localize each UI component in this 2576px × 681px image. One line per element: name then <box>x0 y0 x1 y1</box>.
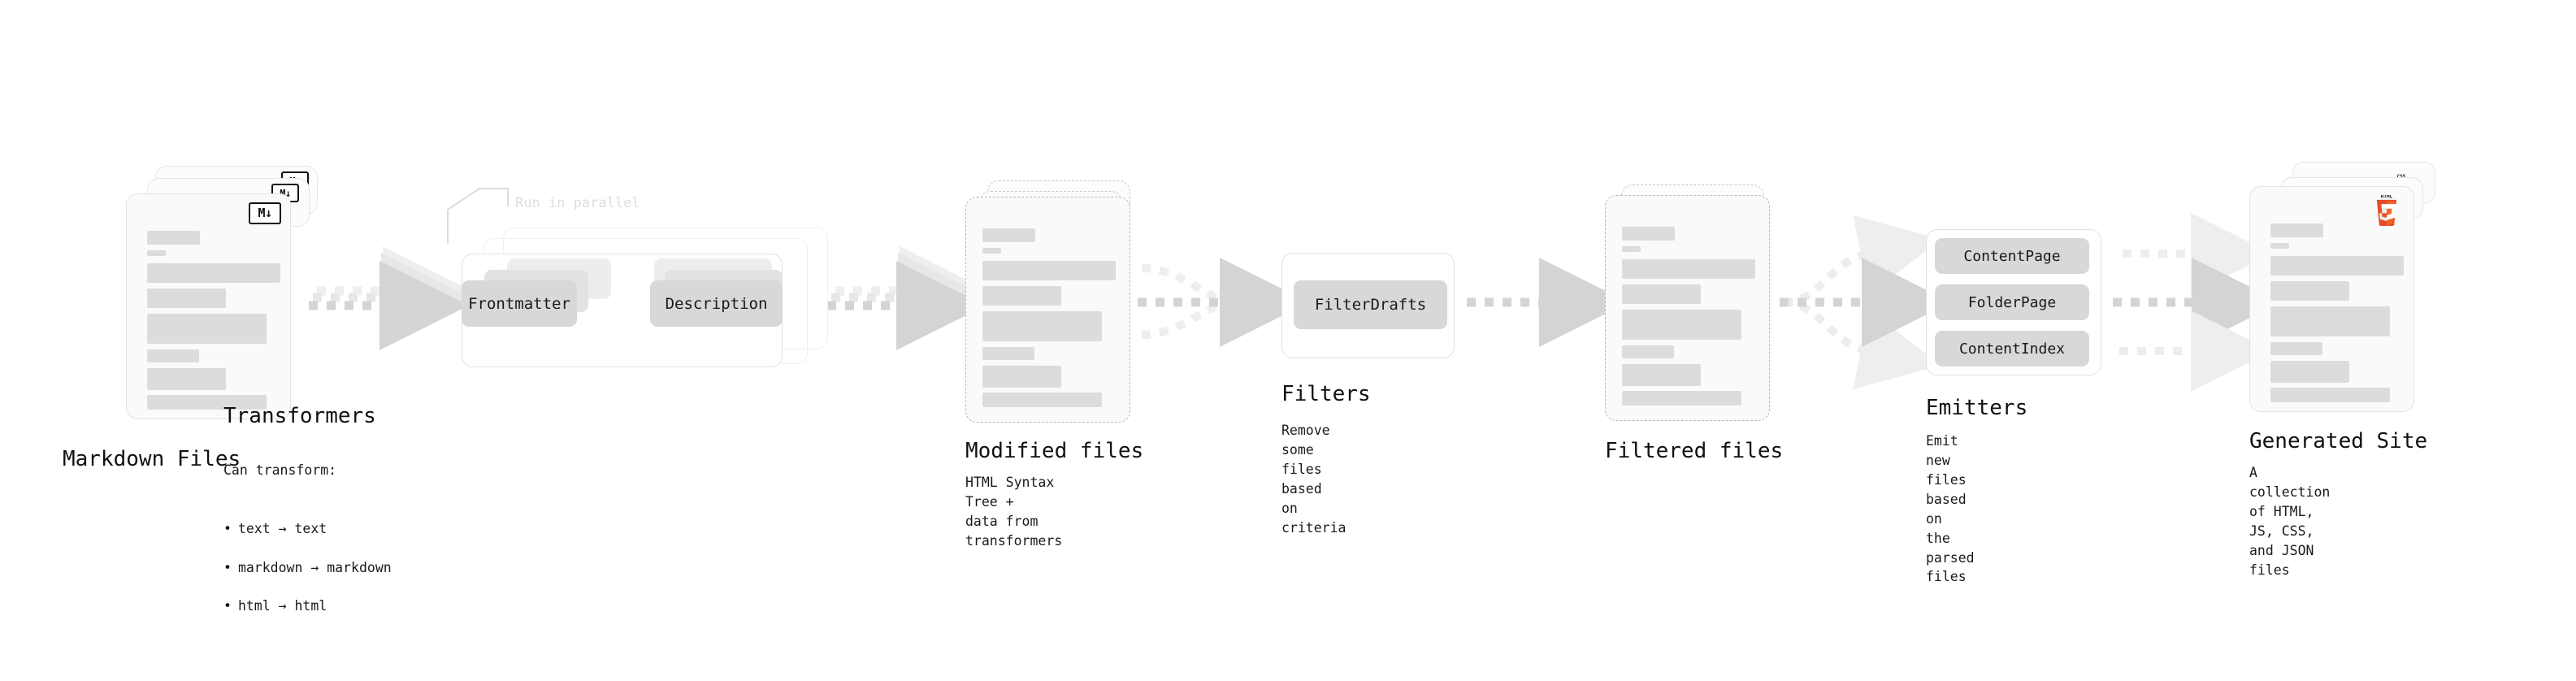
stage-title-generated-site: Generated Site <box>2249 429 2428 453</box>
run-in-parallel-bracket <box>447 188 509 244</box>
emitter-pill-folderpage[interactable]: FolderPage <box>1935 284 2089 320</box>
emitter-pill-contentindex[interactable]: ContentIndex <box>1935 331 2089 367</box>
skeleton-bar <box>2270 281 2349 301</box>
stage-title-emitters: Emitters <box>1926 396 2028 420</box>
transformers-desc-lead: Can transform: <box>223 462 337 478</box>
skeleton-bar <box>1622 246 1641 252</box>
stage-title-filtered-files: Filtered files <box>1605 439 1784 463</box>
markdown-file-card-front[interactable]: M↓ <box>126 193 291 419</box>
skeleton-bar <box>982 311 1102 341</box>
stage-title-transformers: Transformers <box>223 404 376 428</box>
skeleton-bar <box>982 393 1102 407</box>
transformers-bullet: markdown → markdown <box>223 558 392 578</box>
skeleton-bar <box>982 366 1061 388</box>
stage-desc-emitters: Emit new files based on the parsed files <box>1926 433 1975 585</box>
skeleton-bar <box>1622 227 1675 241</box>
skeleton-bar <box>1622 364 1701 386</box>
arrow-markdown-to-transformers <box>309 246 472 350</box>
skeleton-bar <box>2270 388 2390 402</box>
emitter-pill-contentpage[interactable]: ContentPage <box>1935 238 2089 274</box>
stage-title-modified-files: Modified files <box>965 439 1144 463</box>
skeleton-bar <box>982 261 1116 280</box>
stage-title-filters: Filters <box>1281 382 1371 406</box>
html5-icon-svg: HTML <box>2376 193 2397 228</box>
skeleton-bar <box>2270 306 2390 336</box>
css3-icon-label: CSS <box>2397 175 2406 180</box>
arrow-filtered-to-emitters <box>1780 215 1951 390</box>
transformer-pill-description[interactable]: Description <box>650 280 783 327</box>
skeleton-bar <box>147 231 200 245</box>
arrow-emitters-to-site <box>2113 213 2281 392</box>
skeleton-bar <box>147 349 199 362</box>
skeleton-bar <box>2270 243 2289 249</box>
stage-desc-filters: Remove some files based on criteria <box>1281 423 1347 536</box>
skeleton-bar <box>1622 345 1674 358</box>
arrow-transformers-to-modified <box>827 246 989 350</box>
html5-icon: HTML <box>2373 193 2400 228</box>
transformers-bullet-list: text → text markdown → markdown html → h… <box>223 500 392 635</box>
skeleton-bar <box>2270 361 2349 383</box>
stage-title-markdown-files: Markdown Files <box>63 447 241 471</box>
markdown-icon: M↓ <box>249 202 281 224</box>
svg-text:HTML: HTML <box>2381 195 2393 199</box>
skeleton-bar <box>147 395 267 410</box>
transformers-bullet: html → html <box>223 596 392 616</box>
skeleton-bar <box>2270 223 2323 237</box>
stage-desc-transformers: Can transform: text → text markdown → ma… <box>223 441 392 655</box>
filtered-file-card-front[interactable] <box>1605 195 1770 421</box>
filter-pill-filterdrafts[interactable]: FilterDrafts <box>1294 280 1447 329</box>
transformers-bullet: text → text <box>223 519 392 539</box>
skeleton-bar <box>147 314 267 344</box>
skeleton-bar <box>982 347 1034 360</box>
transformer-pill-frontmatter[interactable]: Frontmatter <box>462 280 577 327</box>
skeleton-bar <box>147 263 280 283</box>
skeleton-bar <box>1622 284 1701 304</box>
skeleton-bar <box>2270 342 2322 355</box>
skeleton-bar <box>147 288 226 308</box>
arrow-modified-to-filters <box>1138 258 1309 347</box>
site-file-card-html[interactable]: HTML <box>2249 186 2414 412</box>
skeleton-bar <box>982 286 1061 306</box>
run-in-parallel-label: Run in parallel <box>515 195 640 211</box>
skeleton-bar <box>1622 310 1741 340</box>
stage-desc-generated-site: A collection of HTML, JS, CSS, and JSON … <box>2249 465 2331 578</box>
skeleton-bar <box>147 250 166 256</box>
skeleton-bar <box>982 248 1001 254</box>
skeleton-bar <box>1622 391 1741 406</box>
modified-file-card-front[interactable] <box>965 197 1130 423</box>
skeleton-bar <box>982 228 1035 242</box>
skeleton-bar <box>2270 256 2404 275</box>
skeleton-bar <box>1622 259 1755 279</box>
skeleton-bar <box>147 368 226 390</box>
stage-desc-modified-files: HTML Syntax Tree + data from transformer… <box>965 475 1063 549</box>
